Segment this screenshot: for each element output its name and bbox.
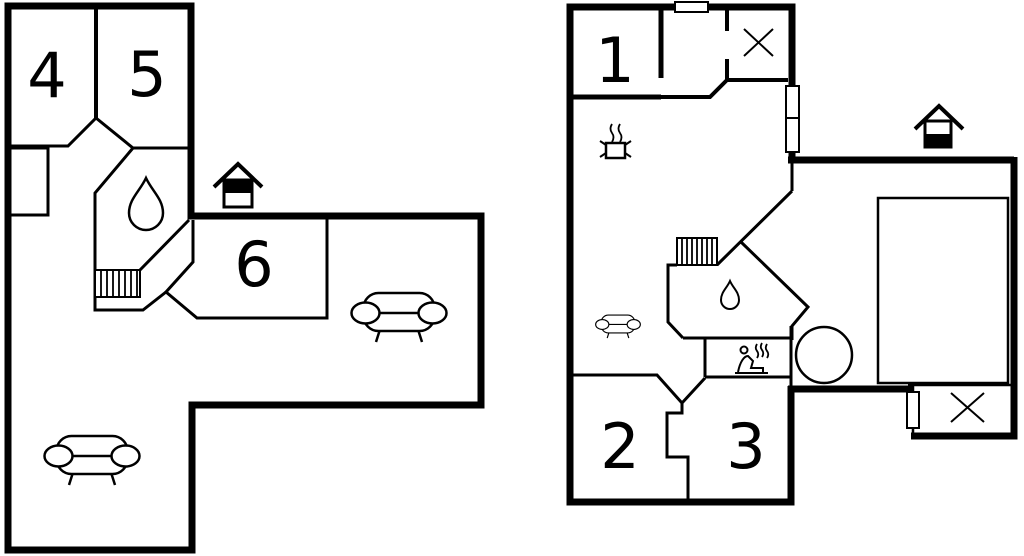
room-label-3: 3	[726, 410, 765, 483]
sofa-icon	[43, 434, 141, 487]
pool-wing-wall	[788, 156, 1018, 440]
bedroom-wall	[570, 373, 707, 502]
staircase-icon	[94, 269, 141, 298]
room-label-2: 2	[600, 410, 639, 483]
window-cross-icon	[950, 392, 985, 423]
room1-wall	[570, 7, 664, 100]
closet-wall	[8, 146, 50, 217]
bathroom-wall	[739, 240, 811, 340]
hot-tub-icon	[794, 325, 854, 385]
water-drop-icon	[127, 175, 165, 232]
outer-wall	[566, 3, 795, 506]
entrance-wall	[661, 7, 788, 99]
room-label-1: 1	[595, 24, 634, 97]
room-label-5: 5	[127, 38, 166, 111]
bathroom-wall	[93, 147, 135, 270]
window	[674, 1, 709, 13]
water-drop-icon	[719, 278, 741, 310]
room6-wall	[163, 216, 329, 320]
bathroom-wall	[138, 218, 191, 272]
cooking-pot-icon	[599, 123, 632, 160]
bathroom-wall	[666, 263, 685, 340]
staircase-icon	[676, 237, 718, 266]
room-label-4: 4	[27, 39, 66, 112]
door	[906, 391, 920, 429]
outer-wall	[4, 2, 485, 554]
swimming-pool	[876, 196, 1010, 385]
ground-floor-plan: 1 2 3	[566, 1, 1018, 506]
sofa-icon	[350, 291, 448, 344]
window	[785, 85, 800, 119]
window-cross-icon	[743, 28, 774, 57]
sofa-icon	[595, 314, 641, 339]
sauna-wall	[683, 326, 793, 386]
room-label-6: 6	[234, 228, 273, 301]
upper-floor-plan: 4 5 6	[4, 2, 485, 554]
floor-level-indicator-icon	[212, 161, 264, 209]
poolroom-wall	[908, 383, 1011, 433]
floor-level-indicator-icon	[913, 103, 965, 149]
sauna-person-icon	[735, 342, 770, 374]
window	[785, 117, 800, 153]
hall-wall	[715, 162, 794, 267]
interior-wall	[8, 115, 189, 150]
